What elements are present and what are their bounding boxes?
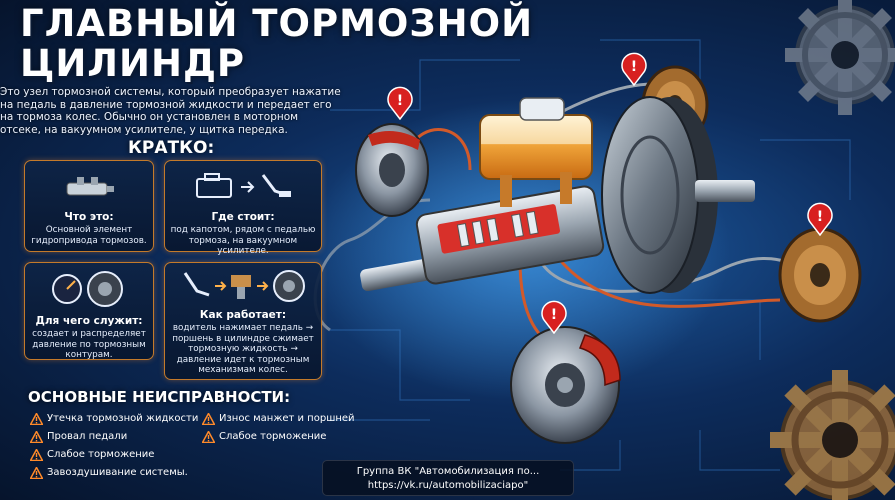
fault-item: Завоздушивание системы. [30,464,198,482]
card-title: Что это: [64,211,114,223]
warning-icon [30,413,43,425]
warning-pin-icon: ! [541,300,567,334]
vacuum-booster [601,96,755,294]
svg-text:!: ! [817,209,823,225]
card-how-works: Как работает: водитель нажимает педаль →… [164,262,322,380]
fault-item: Слабое торможение [202,428,355,446]
gauge-wheel-icon [52,271,123,307]
cylinder-icon [66,177,114,196]
intro-text: Это узел тормозной системы, который прео… [0,86,341,136]
fault-text: Слабое торможение [219,431,327,442]
fault-item: Утечка тормозной жидкости [30,410,198,428]
warning-icon [202,413,215,425]
card-title: Для чего служит: [35,315,143,327]
page-title: Главный тормозной цилиндр [20,4,533,84]
rear-right-brake-drum [778,227,862,323]
card-body: под капотом, рядом с педалью тормоза, на… [170,225,316,256]
fault-text: Износ манжет и поршней [219,413,355,424]
warning-icon [30,449,43,461]
warning-icon [30,467,43,479]
warning-pin-icon: ! [387,86,413,120]
fault-item: Слабое торможение [30,446,198,464]
warning-icon [30,431,43,443]
card-title: Как работает: [199,309,287,321]
faults-list-right: Износ манжет и поршней Слабое торможение [202,410,355,446]
faults-list-left: Утечка тормозной жидкости Провал педали … [30,410,198,482]
warning-pin-icon: ! [621,52,647,86]
footer-credit: Группа ВК "Автомобилизация по... https:/… [322,460,574,496]
warning-icon [202,431,215,443]
fault-item: Провал педали [30,428,198,446]
fault-text: Утечка тормозной жидкости [47,413,199,424]
title-line-2: цилиндр [20,42,246,85]
title-line-1: Главный тормозной [20,2,534,45]
svg-text:!: ! [631,59,637,75]
card-body: Основной элемент гидропривода тормозов. [31,225,147,246]
fault-text: Провал педали [47,431,128,442]
summary-heading: КРАТКО: [128,138,215,158]
svg-text:!: ! [397,93,403,109]
card-purpose: Для чего служит: создает и распределяет … [24,262,154,360]
fault-text: Завоздушивание системы. [47,467,188,478]
gear-icon [770,370,895,500]
master-cylinder [360,97,605,292]
card-title: Где стоит: [211,211,275,223]
card-where: Где стоит: под капотом, рядом с педалью … [164,160,322,256]
fault-item: Износ манжет и поршней [202,410,355,428]
front-left-brake-disc [355,123,429,217]
footer-group-name: Группа ВК "Автомобилизация по... [356,466,540,477]
card-body: водитель нажимает педаль → поршень в цил… [172,323,314,375]
front-right-brake-disc [510,326,621,444]
card-what-is: Что это: Основной элемент гидропривода т… [24,160,154,252]
footer-link[interactable]: https://vk.ru/automobilizaciapo" [367,480,529,491]
svg-text:!: ! [551,307,557,323]
faults-heading: ОСНОВНЫЕ НЕИСПРАВНОСТИ: [28,388,291,406]
fault-text: Слабое торможение [47,449,155,460]
engine-pedal-icon [196,173,291,198]
gear-icon [785,0,895,115]
card-body: создает и распределяет давление по тормо… [32,329,146,360]
pedal-piston-wheel-icon [183,270,305,302]
warning-pin-icon: ! [807,202,833,236]
